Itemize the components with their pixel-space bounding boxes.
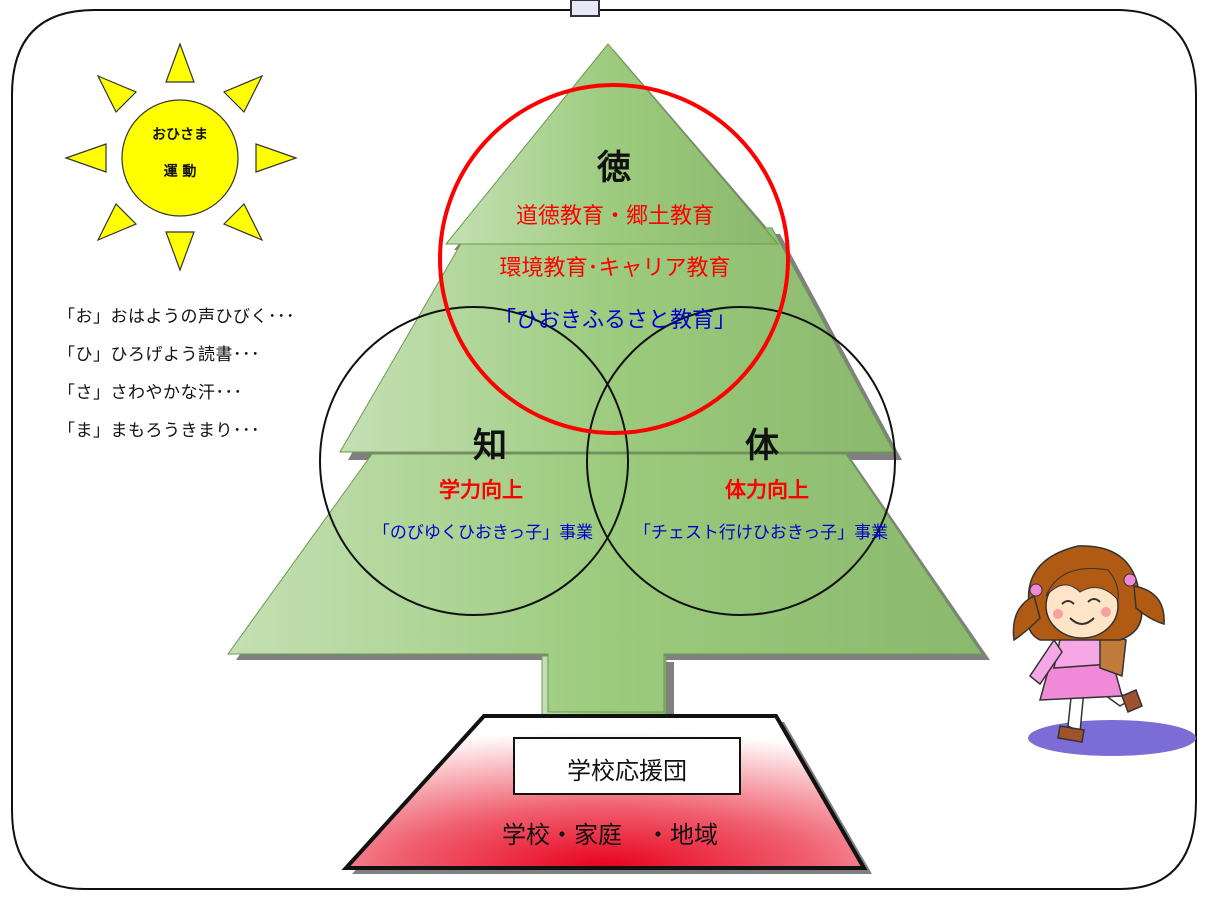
tier-top xyxy=(444,43,780,245)
virtue-line1: 道徳教育・郷土教育 xyxy=(515,204,714,229)
base-partners: 学校・家庭 ・地域 xyxy=(502,821,718,849)
mnemonic-ma: 「ま」まもろうきまり･･･ xyxy=(58,421,260,441)
top-connector xyxy=(570,0,600,17)
sun-ray-s xyxy=(165,231,195,272)
sun-ray-ne xyxy=(222,74,264,114)
sun-ray-se xyxy=(222,202,264,242)
girl-eyes xyxy=(1061,598,1101,605)
mnemonic-o: 「お」おはようの声ひびく･･･ xyxy=(58,307,295,327)
virtue-ring xyxy=(438,83,790,435)
base-label-box xyxy=(513,737,741,795)
sun-label-line1: おひさま xyxy=(152,127,208,143)
rounded-frame xyxy=(11,9,1197,890)
girl-bangs xyxy=(1045,568,1119,602)
sun-ray-n xyxy=(165,42,195,83)
girl-bow-left xyxy=(1029,583,1043,597)
base-label: 学校応援団 xyxy=(567,757,687,785)
body-circle xyxy=(586,306,896,616)
tree-icon xyxy=(227,43,983,717)
girl-arm-left xyxy=(1028,638,1063,686)
girl-shadow xyxy=(1028,720,1196,756)
sun-ray-nw xyxy=(96,74,138,114)
virtue-line2: 環境教育･キャリア教育 xyxy=(499,256,731,281)
sun-ray-w xyxy=(64,143,107,173)
mnemonic-hi: 「ひ」ひろげよう読書･･･ xyxy=(58,345,260,365)
sun-ray-e xyxy=(255,143,298,173)
mnemonic-sa: 「さ」さわやかな汗･･･ xyxy=(58,383,243,403)
girl-bow-right xyxy=(1123,573,1137,587)
knowledge-heading: 知 xyxy=(473,426,507,466)
girl-pigtail-right xyxy=(1133,585,1165,625)
virtue-line3: 「ひおきふるさと教育」 xyxy=(493,308,736,333)
sun-ray-sw xyxy=(96,202,138,242)
girl-running-icon xyxy=(1012,545,1196,756)
sun-icon xyxy=(64,42,298,272)
sun-label-line2: 運 動 xyxy=(163,164,197,180)
girl-pigtail-left xyxy=(1012,594,1041,642)
knowledge-project: 「のびゆくひおきっ子」事業 xyxy=(372,523,594,543)
virtue-heading: 徳 xyxy=(597,148,631,188)
girl-shoes xyxy=(1057,689,1143,743)
body-subheading: 体力向上 xyxy=(725,478,809,502)
girl-cheek-right xyxy=(1101,607,1111,617)
girl-cheek-left xyxy=(1053,609,1063,619)
body-heading: 体 xyxy=(745,426,779,466)
sun-disc xyxy=(121,99,239,217)
girl-smile xyxy=(1069,617,1095,625)
body-project: 「チェスト行けひおきっ子」事業 xyxy=(633,523,889,543)
tier-bottom xyxy=(227,453,983,713)
knowledge-subheading: 学力向上 xyxy=(439,478,523,502)
knowledge-circle xyxy=(319,306,629,616)
